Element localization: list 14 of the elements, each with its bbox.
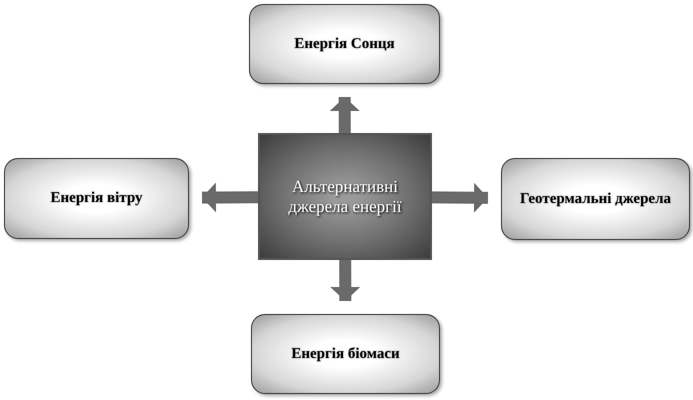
block-arrow (432, 182, 488, 213)
node-label: Енергія вітру (50, 190, 144, 207)
node-label: Енергія Сонця (293, 36, 396, 52)
rounded-box (501, 158, 690, 240)
block-arrow (202, 182, 258, 213)
block-arrow (330, 260, 360, 302)
node-label: Енергія біомаси (290, 346, 401, 362)
rounded-box (249, 4, 440, 84)
node-label: Альтернативні джерела енергії (287, 176, 403, 216)
central-box (258, 133, 432, 260)
rounded-box (251, 314, 440, 394)
rounded-box (4, 158, 189, 239)
node-label: Геотермальні джерела (519, 190, 672, 208)
block-arrow (330, 96, 360, 134)
